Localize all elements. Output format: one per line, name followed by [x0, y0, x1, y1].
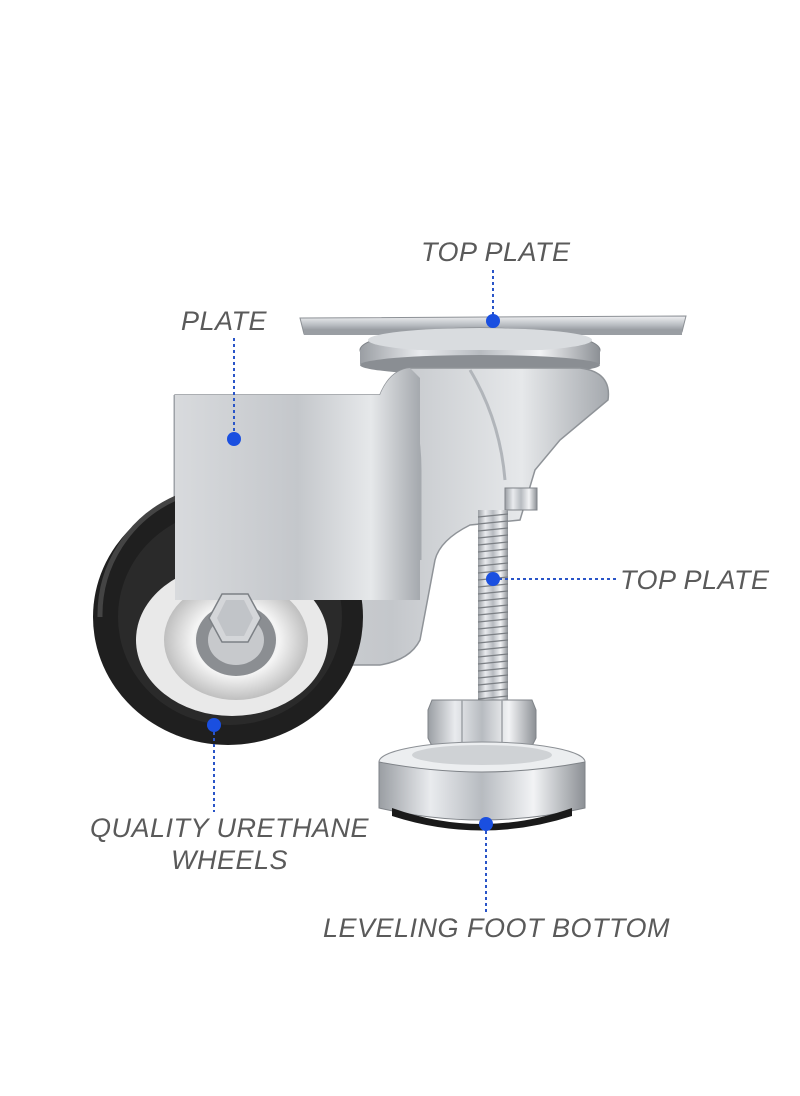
stem-thread [477, 555, 509, 560]
stem-thread [477, 604, 509, 609]
stem-thread [477, 541, 509, 546]
axle-bolt [208, 593, 262, 643]
stem-thread [477, 653, 509, 658]
stem-thread [477, 632, 509, 637]
label-leveling-foot: LEVELING FOOT BOTTOM [323, 913, 671, 943]
stem-thread [477, 681, 509, 686]
stem-thread [477, 660, 509, 665]
stem-thread [477, 625, 509, 630]
stem-thread [477, 639, 509, 644]
stem-thread [477, 569, 509, 574]
label-stem: TOP PLATE [620, 565, 770, 595]
stem-thread [477, 590, 509, 595]
stem-thread [477, 520, 509, 525]
stem-thread [477, 646, 509, 651]
urethane-wheel [93, 368, 420, 745]
stem-thread [477, 548, 509, 553]
label-wheels: QUALITY URETHANE WHEELS [90, 812, 369, 877]
label-plate: PLATE [181, 306, 268, 336]
swivel-bearing [359, 327, 601, 375]
stem-thread [477, 534, 509, 539]
stem-thread [477, 562, 509, 567]
stem-thread [477, 597, 509, 602]
stem-thread [477, 527, 509, 532]
label-wheels-line1: QUALITY URETHANE [90, 813, 370, 843]
leveling-foot [378, 741, 586, 831]
callout-leveling-foot [479, 817, 493, 912]
stem-thread [477, 688, 509, 693]
threaded-stem [477, 487, 538, 705]
stem-thread [477, 674, 509, 679]
callout-wheels [207, 718, 221, 812]
stem-thread [477, 618, 509, 623]
callout-plate [227, 338, 241, 446]
stem-thread [477, 695, 509, 700]
stem-thread [477, 667, 509, 672]
label-top-plate: TOP PLATE [421, 237, 571, 267]
stem-thread [477, 611, 509, 616]
lock-nut [427, 699, 537, 747]
callout-top-plate [486, 270, 500, 328]
callout-stem [486, 572, 618, 586]
stem-thread [477, 513, 509, 518]
label-wheels-line2: WHEELS [171, 845, 289, 876]
